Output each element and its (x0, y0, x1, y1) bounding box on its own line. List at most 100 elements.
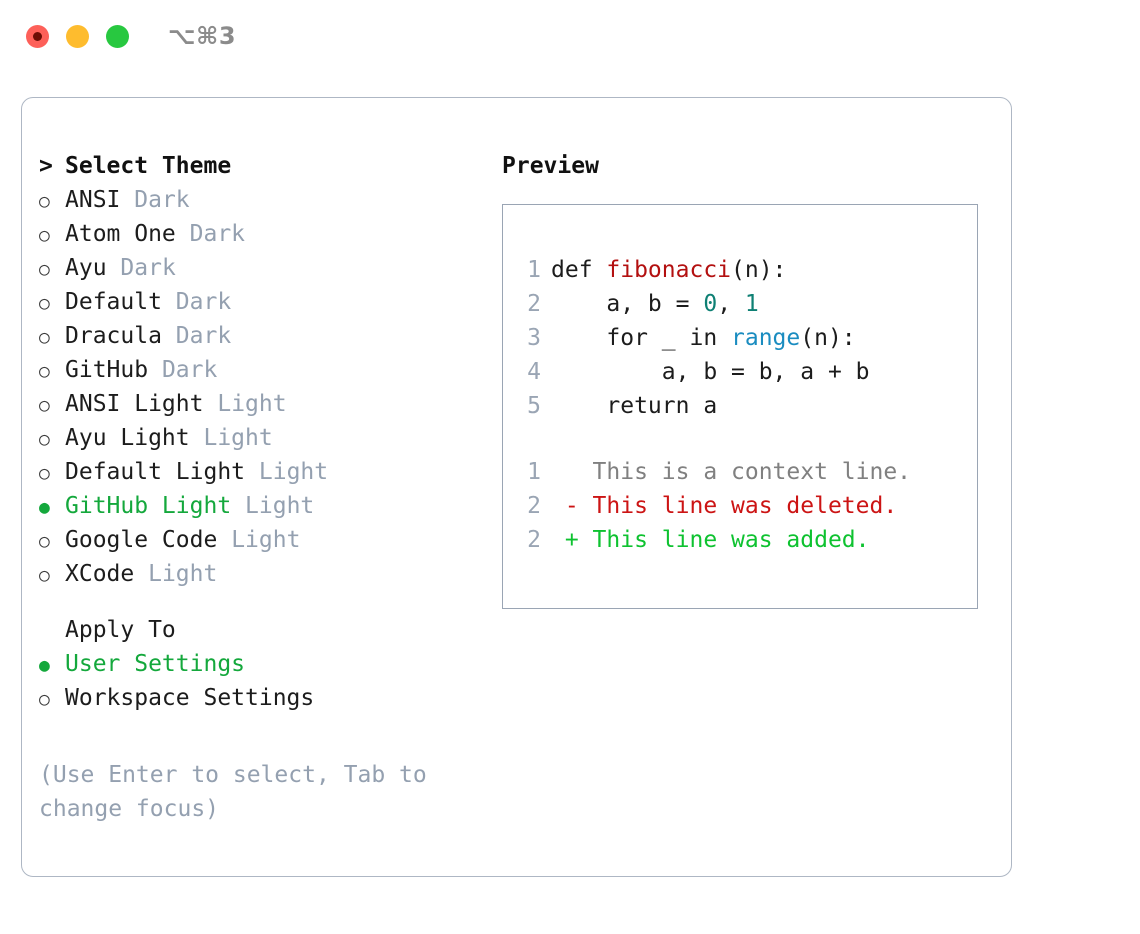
theme-name: ANSI (65, 187, 121, 213)
code-line: 2 a, b = 0, 1 (515, 287, 870, 321)
code-line-number: 2 (527, 291, 541, 317)
theme-name: Default Light (65, 459, 246, 485)
radio-unselected-icon (39, 353, 65, 389)
radio-unselected-icon (39, 387, 65, 423)
code-line-number: 1 (527, 257, 541, 283)
code-token-plain: (n): (800, 325, 856, 351)
diff-line-number: 2 (527, 493, 541, 519)
apply-to-option-label: User Settings (65, 651, 246, 677)
code-token-plain: (n): (731, 257, 787, 283)
theme-variant-badge: Dark (175, 323, 232, 349)
theme-name: GitHub Light (65, 493, 232, 519)
diff-line-number: 1 (527, 459, 541, 485)
apply-to-heading-label: Apply To (65, 617, 176, 643)
diff-line: 2 + This line was added. (515, 523, 911, 557)
theme-list-item[interactable]: Google Code Light (39, 523, 489, 557)
theme-name: Default (65, 289, 162, 315)
theme-list-item[interactable]: Default Dark (39, 285, 489, 319)
maximize-icon[interactable] (106, 25, 129, 48)
caret-icon (39, 149, 65, 183)
code-line: 1 def fibonacci(n): (515, 253, 870, 287)
radio-unselected-icon (39, 217, 65, 253)
theme-list-item[interactable]: GitHub Light Light (39, 489, 489, 523)
code-token-num: 0 (703, 291, 718, 317)
code-line-number: 4 (527, 359, 541, 385)
diff-sample: 1 This is a context line.2 - This line w… (515, 455, 911, 557)
traffic-light-group (26, 25, 129, 48)
radio-unselected-icon (39, 681, 65, 717)
code-token-plain: a, b = (551, 291, 704, 317)
minimize-icon[interactable] (66, 25, 89, 48)
code-token-plain: return a (551, 393, 718, 419)
main-panel: Select Theme ANSI DarkAtom One DarkAyu D… (21, 97, 1012, 877)
code-line: 4 a, b = b, a + b (515, 355, 870, 389)
keyboard-hint: (Use Enter to select, Tab to change focu… (39, 762, 427, 822)
diff-line-text: This is a context line. (551, 459, 912, 485)
radio-unselected-icon (39, 285, 65, 321)
radio-unselected-icon (39, 557, 65, 593)
radio-unselected-icon (39, 523, 65, 559)
theme-variant-badge: Dark (161, 357, 218, 383)
radio-selected-icon (39, 489, 65, 525)
theme-variant-badge: Light (258, 459, 329, 485)
code-token-bi: range (731, 325, 801, 351)
theme-variant-badge: Light (203, 425, 273, 451)
radio-unselected-icon (39, 421, 65, 457)
code-line-number: 3 (527, 325, 541, 351)
radio-unselected-icon (39, 319, 65, 355)
close-icon[interactable] (26, 25, 49, 48)
theme-list: ANSI DarkAtom One DarkAyu DarkDefault Da… (39, 183, 489, 591)
theme-name: Ayu (65, 255, 107, 281)
apply-to-option-label: Workspace Settings (65, 685, 315, 711)
code-token-kw: def (551, 257, 607, 283)
radio-unselected-icon (39, 183, 65, 219)
theme-variant-badge: Light (245, 493, 315, 519)
theme-list-item[interactable]: Default Light Light (39, 455, 489, 489)
diff-line: 1 This is a context line. (515, 455, 911, 489)
preview-title: Preview (502, 153, 599, 179)
section-spacer (39, 591, 489, 613)
apply-to-list: User SettingsWorkspace Settings (39, 647, 489, 715)
theme-name: XCode (65, 561, 135, 587)
theme-variant-badge: Light (148, 561, 218, 587)
theme-list-item[interactable]: XCode Light (39, 557, 489, 591)
apply-to-option[interactable]: User Settings (39, 647, 489, 681)
title-bar: ⌥⌘3 (0, 0, 1140, 78)
code-line: 3 for _ in range(n): (515, 321, 870, 355)
diff-line-number: 2 (527, 527, 541, 553)
theme-variant-badge: Light (217, 391, 287, 417)
theme-selector-panel: Select Theme ANSI DarkAtom One DarkAyu D… (39, 149, 489, 715)
code-token-num: 1 (744, 291, 759, 317)
code-line: 5 return a (515, 389, 870, 423)
theme-name: GitHub (65, 357, 149, 383)
theme-name: ANSI Light (65, 391, 204, 417)
theme-variant-badge: Dark (189, 221, 246, 247)
code-token-plain: a, b = b, a + b (551, 359, 870, 385)
theme-variant-badge: Dark (175, 289, 232, 315)
theme-list-item[interactable]: Dracula Dark (39, 319, 489, 353)
radio-unselected-icon (39, 251, 65, 287)
theme-list-item[interactable]: Atom One Dark (39, 217, 489, 251)
radio-selected-icon (39, 647, 65, 683)
diff-line-text: + This line was added. (551, 527, 870, 553)
theme-list-item[interactable]: GitHub Dark (39, 353, 489, 387)
theme-list-item[interactable]: Ayu Light Light (39, 421, 489, 455)
theme-variant-badge: Dark (134, 187, 190, 213)
window-title: ⌥⌘3 (168, 22, 237, 50)
code-token-plain: , (717, 291, 745, 317)
theme-name: Ayu Light (65, 425, 190, 451)
apply-to-option[interactable]: Workspace Settings (39, 681, 489, 715)
theme-list-item[interactable]: Ayu Dark (39, 251, 489, 285)
code-token-fn: fibonacci (606, 257, 732, 283)
theme-list-item[interactable]: ANSI Dark (39, 183, 489, 217)
diff-line: 2 - This line was deleted. (515, 489, 911, 523)
theme-name: Atom One (65, 221, 176, 247)
theme-list-heading-label: Select Theme (65, 153, 232, 179)
theme-list-item[interactable]: ANSI Light Light (39, 387, 489, 421)
theme-variant-badge: Dark (120, 255, 176, 281)
diff-line-text: - This line was deleted. (551, 493, 898, 519)
